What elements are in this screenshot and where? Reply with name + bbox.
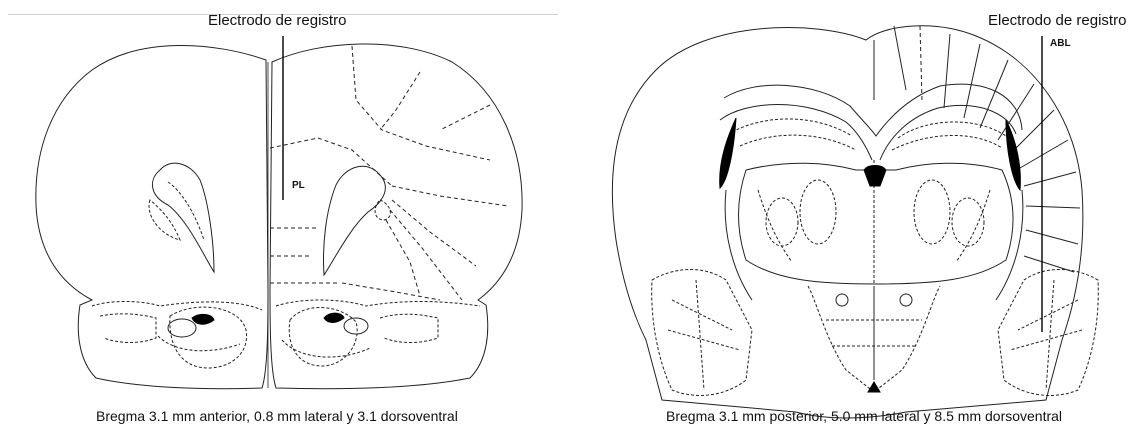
right-olfactory-ellipse: [344, 318, 368, 334]
cortex-boundary-1: [270, 138, 392, 186]
hippocampus-left: [720, 105, 872, 161]
right-amygdala-grid-1: [1018, 300, 1078, 330]
left-black-nucleus: [192, 314, 214, 324]
right-electrode-label: Electrodo de registro: [988, 12, 1126, 29]
right-ventricle-lobe: [375, 200, 390, 220]
radial-11: [1026, 230, 1078, 244]
left-amygdala-grid-3: [696, 280, 704, 390]
left-electrode-label: Electrodo de registro: [208, 12, 346, 29]
right-black-nucleus: [324, 313, 344, 322]
radial-9: [1024, 172, 1076, 186]
right-brain-section-panel: Electrodo de registro ABL Bregma 3.1 mm …: [576, 0, 1136, 442]
right-hemisphere-outline: [270, 44, 522, 389]
cortex-boundary-3: [380, 72, 420, 130]
right-region-label-abl: ABL: [1050, 38, 1071, 49]
bottom-triangle: [868, 382, 880, 392]
hippocampus-outer: [724, 84, 1022, 136]
cortex-boundary-5: [392, 186, 508, 206]
right-thalamic-nucleus-2: [952, 198, 984, 246]
hippocampus-right: [880, 106, 1016, 160]
cortex-boundary-6: [392, 200, 476, 266]
radial-3: [944, 34, 950, 108]
radial-7: [1012, 110, 1054, 152]
radial-10: [1026, 206, 1080, 208]
hippocampus-inner-left-2: [740, 135, 856, 150]
hippocampus-inner-right-2: [892, 135, 1002, 150]
hippocampus-inner-left: [732, 119, 852, 136]
right-brain-outline: [612, 26, 1082, 418]
left-brain-section-panel: Electrodo de registro PL Bregma 3.1 mm a…: [0, 0, 560, 442]
right-internal-capsule: [996, 190, 1023, 300]
cortex-boundary-4: [440, 105, 490, 130]
cortex-boundary-8: [386, 220, 420, 296]
cortex-boundary-2: [352, 46, 490, 160]
left-olfactory-ellipse: [168, 319, 196, 337]
third-ventricle: [864, 166, 886, 187]
left-mammillary: [836, 294, 848, 306]
left-thalamic-nucleus-2: [766, 198, 798, 246]
left-brain-section-drawing: [0, 0, 560, 442]
right-thalamic-nucleus: [914, 180, 950, 244]
cortex-boundary-12: [342, 283, 440, 300]
radial-8: [1020, 140, 1068, 168]
right-amygdala-region: [998, 270, 1098, 396]
left-olfactory-crescent: [158, 336, 240, 351]
left-striatum: [149, 200, 180, 240]
radial-12: [1024, 256, 1074, 272]
radial-2: [920, 26, 922, 100]
right-olfactory-region-2: [380, 314, 438, 342]
left-thalamic-nucleus: [800, 180, 836, 244]
left-caption: Bregma 3.1 mm anterior, 0.8 mm lateral y…: [96, 408, 458, 424]
left-amygdala-grid-1: [672, 300, 732, 330]
right-mammillary: [900, 294, 912, 306]
right-ventricle: [324, 166, 386, 275]
right-lateral-ventricle: [1006, 120, 1020, 190]
right-olfactory-region: [276, 300, 480, 306]
cortex-boundary-7: [390, 210, 462, 300]
left-amygdala-grid-2: [668, 330, 740, 350]
left-amygdala-region: [652, 270, 752, 396]
right-olfactory-crescent: [282, 340, 370, 357]
left-olfactory-region: [92, 302, 262, 311]
left-olfactory-region-2: [100, 314, 156, 343]
left-region-label-pl: PL: [292, 180, 305, 191]
left-ventricle: [152, 163, 214, 272]
radial-6: [998, 84, 1034, 140]
radial-1: [894, 26, 906, 90]
left-ventricle-inner: [168, 182, 204, 240]
left-lateral-ventricle: [720, 118, 736, 188]
right-brain-section-drawing: [576, 0, 1136, 442]
right-amygdala-grid-2: [1010, 330, 1082, 350]
right-caption: Bregma 3.1 mm posterior, 5.0 mm lateral …: [666, 408, 1062, 424]
